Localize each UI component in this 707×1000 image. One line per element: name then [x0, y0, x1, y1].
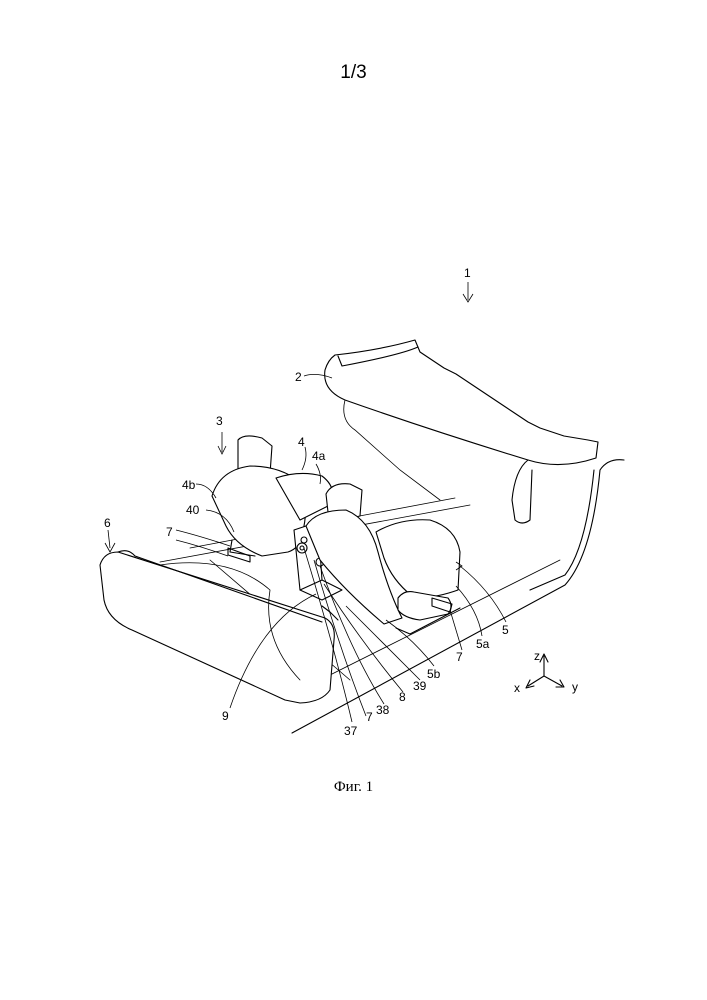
axis-label-y: y — [572, 680, 578, 694]
ref-label-39: 39 — [413, 679, 427, 693]
ref-label-5a: 5a — [476, 637, 490, 651]
ref-label-9: 9 — [222, 709, 229, 723]
ref-label-4b: 4b — [182, 478, 196, 492]
ref-label-40: 40 — [186, 503, 200, 517]
axis-label-x: x — [514, 681, 520, 695]
ref-label-7-right: 7 — [456, 650, 463, 664]
ref-label-7-left: 7 — [166, 525, 173, 539]
ref-label-2: 2 — [295, 370, 302, 384]
ref-label-8: 8 — [399, 690, 406, 704]
ref-label-37: 37 — [344, 724, 358, 738]
ref-label-4a: 4a — [312, 449, 326, 463]
figure-caption: Фиг. 1 — [0, 779, 707, 796]
instrument-panel — [325, 340, 598, 523]
ref-label-7-center: 7 — [366, 710, 373, 724]
coordinate-axes: z x y — [514, 649, 578, 695]
ref-label-4: 4 — [298, 435, 305, 449]
ref-label-5: 5 — [502, 623, 509, 637]
axis-label-z: z — [534, 649, 540, 663]
ref-label-1: 1 — [464, 266, 471, 280]
ref-label-5b: 5b — [427, 667, 441, 681]
ref-label-6: 6 — [104, 516, 111, 530]
ref-label-38: 38 — [376, 703, 390, 717]
ref-label-3: 3 — [216, 414, 223, 428]
